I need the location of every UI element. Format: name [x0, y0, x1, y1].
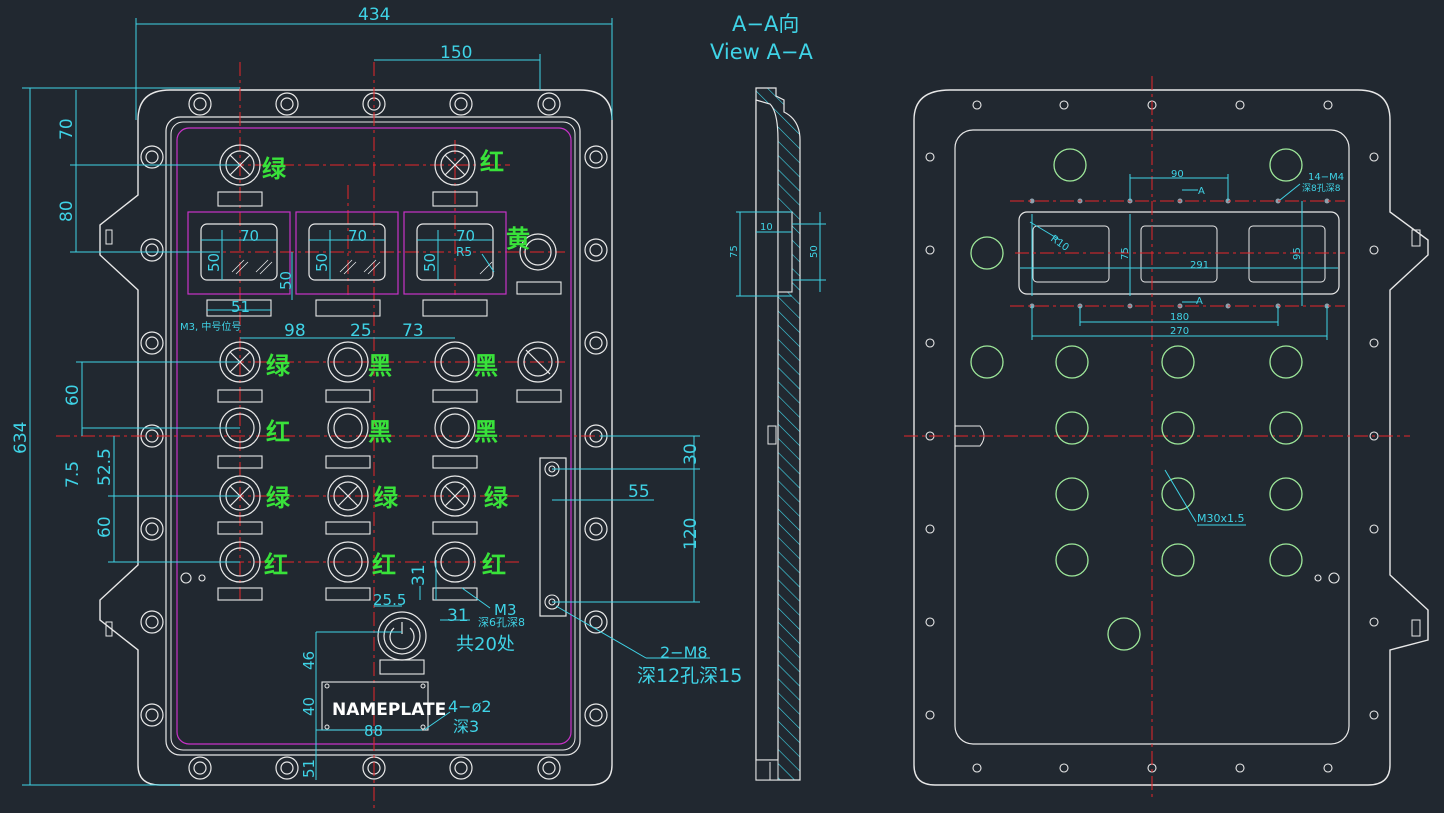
lamp-label: 绿: [266, 484, 291, 512]
lamp-label: 红: [482, 551, 506, 579]
dim-text: M3: [494, 601, 517, 619]
dim-text: 51: [231, 298, 250, 316]
side-notch: [105, 229, 113, 245]
back-center-lines: [904, 76, 1410, 800]
dim-text: 2−M8: [660, 643, 708, 662]
lamp-label: 红: [266, 418, 290, 446]
dim-text: 70: [348, 227, 367, 245]
dim-text: 60: [63, 384, 83, 406]
dim-text: 70: [456, 227, 475, 245]
lamp-label: 红: [372, 551, 396, 579]
dim-text: 深12孔深15: [637, 665, 742, 687]
meter-windows: [187, 211, 507, 295]
dim-text: 180: [1170, 312, 1189, 323]
dim-text: 73: [402, 321, 424, 341]
dim-text: 434: [358, 5, 390, 25]
back-bolt-holes: [925, 100, 1379, 773]
dim-text: 98: [284, 321, 306, 341]
dim-text: 95: [1292, 247, 1303, 260]
lamp-labels: 绿 红 黄 绿 黑 黑 红 黑 黑 绿 绿 绿 红 红 红: [262, 148, 530, 579]
lamp-label: 绿: [374, 484, 399, 512]
lamp-label: 红: [264, 551, 288, 579]
dim-text: 120: [681, 518, 701, 550]
front-bracket: [539, 457, 567, 617]
lamp-label: 绿: [262, 155, 287, 183]
dim-text: R10: [1048, 233, 1070, 253]
dim-text: 25: [350, 321, 372, 341]
lamp-label: 黑: [368, 352, 392, 380]
dim-text: 75: [729, 245, 740, 258]
lamp-label: 红: [480, 148, 504, 176]
front-dimension-lines: [22, 18, 710, 786]
dim-text: 634: [11, 422, 31, 454]
dim-text: 70: [57, 118, 77, 140]
side-notch: [105, 621, 113, 637]
dim-text: 共20处: [456, 634, 515, 655]
dim-text: 10: [760, 222, 773, 233]
dim-text: M30x1.5: [1197, 512, 1245, 525]
lamp-label: 黄: [506, 225, 530, 253]
dim-text: 7.5: [63, 461, 83, 488]
view-title-en: View A−A: [710, 40, 813, 64]
dim-text: 30: [681, 443, 701, 465]
dim-text: 深3: [453, 717, 479, 736]
dim-text: R5: [456, 245, 472, 259]
dim-text: 31: [409, 564, 429, 586]
back-outer-outline: [913, 89, 1429, 786]
dim-text: 25.5: [373, 591, 406, 609]
dim-text: M3, 中号位号: [180, 320, 241, 333]
dim-text: 75: [1120, 247, 1131, 260]
lamp-label: 绿: [484, 484, 509, 512]
dim-text: 50: [313, 253, 331, 272]
dim-text: 40: [300, 697, 318, 716]
dim-text: 291: [1190, 260, 1209, 271]
view-title-cn: A−A向: [732, 12, 799, 36]
dim-text: 55: [628, 482, 650, 502]
front-outer-outline: [99, 89, 613, 786]
dim-text: 深8孔深8: [1302, 183, 1341, 194]
dim-text: 31: [447, 606, 469, 626]
front-view: 绿 红 黄 绿 黑 黑 红 黑 黑 绿 绿 绿 红 红 红 434 150 70…: [11, 5, 742, 808]
dim-text: 60: [95, 516, 115, 538]
dim-text: 14−M4: [1308, 172, 1344, 183]
dim-text: A: [1196, 296, 1203, 307]
dim-text: 50: [205, 253, 223, 272]
back-view: 90 A 14−M4 深8孔深8 R10 75 291 95 A 180 270…: [904, 76, 1429, 800]
dim-text: 52.5: [95, 448, 115, 486]
back-lamp-holes: [970, 148, 1303, 651]
back-dimension-lines: [1020, 174, 1338, 523]
dim-text: 46: [300, 651, 318, 670]
dim-text: 88: [364, 722, 383, 740]
dim-text: 深6孔深8: [478, 616, 525, 629]
side-section: 10 75 50: [729, 87, 826, 781]
dim-text: 50: [277, 271, 295, 290]
dim-text: 70: [240, 227, 259, 245]
lamp-label: 黑: [368, 418, 392, 446]
lamp-label: 黑: [474, 418, 498, 446]
nameplate-label: NAMEPLATE: [332, 700, 446, 720]
front-dimension-texts: 434 150 70 80 634 70 70 70 50 50 50 50 R…: [11, 5, 742, 778]
dim-text: 270: [1170, 326, 1189, 337]
dim-text: 51: [300, 759, 318, 778]
dim-text: 50: [809, 245, 820, 258]
lamp-label: 黑: [474, 352, 498, 380]
dim-text: 50: [421, 253, 439, 272]
dim-text: A: [1198, 186, 1205, 197]
dim-text: 90: [1171, 169, 1184, 180]
dim-text: 80: [57, 200, 77, 222]
dim-text: 150: [440, 43, 472, 63]
lamp-label: 绿: [266, 352, 291, 380]
dim-text: 4−ø2: [448, 697, 492, 716]
indicator-lamps: [219, 144, 559, 661]
